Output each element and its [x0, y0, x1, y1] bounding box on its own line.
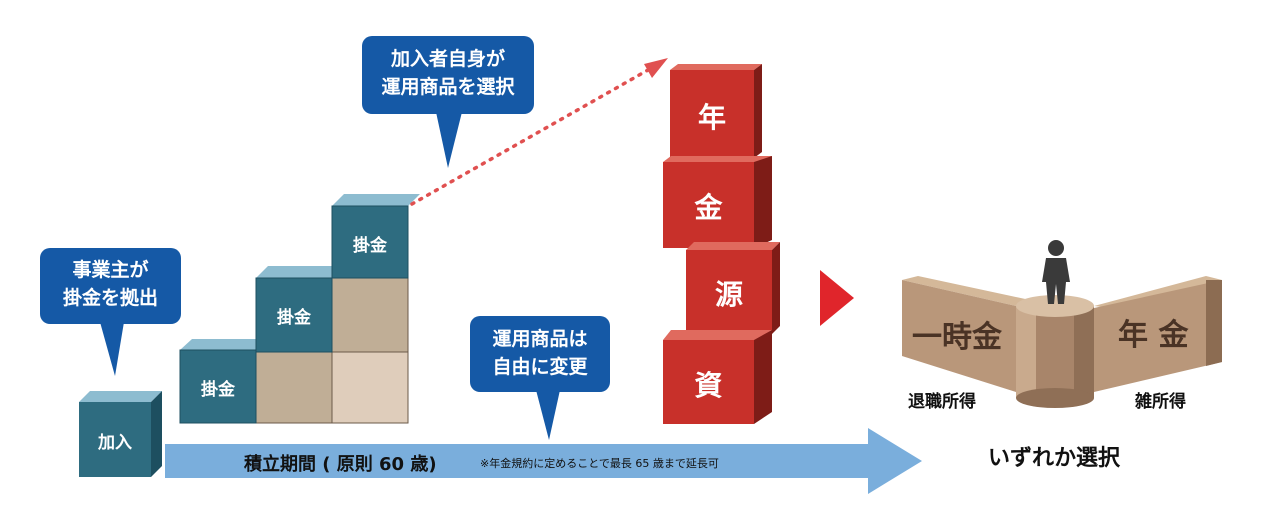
member-bubble-line1: 加入者自身が: [390, 48, 505, 70]
growth-dotted-arrow: [410, 58, 668, 206]
change-bubble-text: 運用商品は 自由に変更: [470, 325, 610, 381]
contribution-staircase: [179, 194, 420, 424]
accumulation-period-label: 積立期間 ( 原則 60 歳): [244, 454, 437, 475]
choice-caption: いずれか選択: [988, 446, 1121, 471]
lump-sum-label: 一時金: [912, 320, 1002, 355]
employer-bubble-line2: 掛金を拠出: [62, 287, 158, 309]
choice-structure: [902, 276, 1222, 408]
accumulation-period-arrow: [165, 428, 922, 494]
misc-income-label: 雑所得: [1135, 392, 1186, 412]
member-bubble-text: 加入者自身が 運用商品を選択: [362, 45, 534, 101]
member-bubble-line2: 運用商品を選択: [381, 76, 515, 98]
change-bubble-line1: 運用商品は: [492, 328, 588, 350]
retirement-income-label: 退職所得: [908, 392, 976, 412]
contribution-label-1: 掛金: [201, 380, 235, 400]
employer-bubble-line1: 事業主が: [72, 259, 149, 281]
join-cube: [79, 391, 162, 477]
employer-bubble-text: 事業主が 掛金を拠出: [40, 256, 181, 312]
contribution-label-2: 掛金: [277, 308, 311, 328]
pension-fund-stack: [663, 64, 780, 424]
pension-fund-char-1: 年: [697, 101, 726, 134]
join-label: 加入: [98, 433, 132, 453]
accumulation-period-note: ※年金規約に定めることで最長 65 歳まで延長可: [480, 457, 719, 470]
member-bubble: [362, 36, 534, 168]
next-step-triangle: [820, 270, 854, 326]
annuity-label: 年 金: [1118, 318, 1189, 353]
pension-fund-char-3: 源: [714, 278, 743, 311]
employer-bubble: [40, 248, 181, 376]
pension-fund-char-2: 金: [694, 191, 723, 224]
person-silhouette: [1042, 240, 1070, 304]
change-bubble: [470, 316, 610, 440]
change-bubble-line2: 自由に変更: [492, 356, 588, 378]
contribution-label-3: 掛金: [353, 236, 387, 256]
pension-fund-char-4: 資: [694, 369, 723, 402]
